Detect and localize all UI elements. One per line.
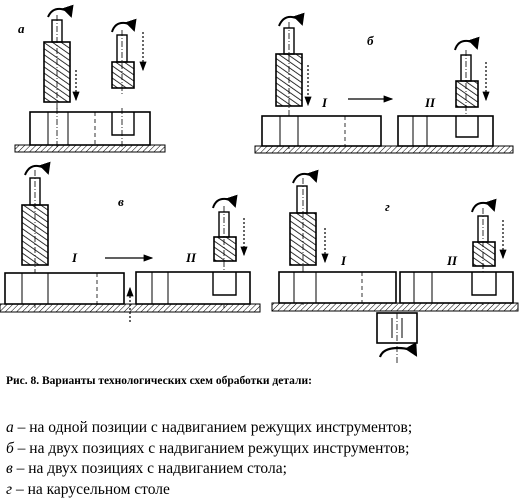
- cutting-tool: [454, 36, 480, 150]
- panel-g: г I II: [271, 169, 519, 365]
- position-label: I: [71, 250, 78, 265]
- workpiece: [135, 271, 251, 305]
- legend-text: – на карусельном столе: [12, 480, 170, 498]
- rotary-table: [271, 302, 519, 312]
- legend-text: – на двух позициях с надвиганием стола;: [12, 460, 287, 477]
- machine-base: [14, 144, 166, 153]
- legend-item: г – на карусельном столе: [6, 480, 518, 501]
- panel-v: в I II: [0, 161, 261, 322]
- position-label: II: [424, 95, 436, 110]
- legend-key: г: [6, 480, 13, 498]
- workpiece: [399, 271, 514, 304]
- figure-legend: а – на одной позиции с надвиганием режущ…: [6, 418, 518, 500]
- workpiece: [261, 115, 382, 147]
- figure-caption: Рис. 8. Варианты технологических схем об…: [6, 375, 312, 387]
- legend-item: а – на одной позиции с надвиганием режущ…: [6, 418, 518, 439]
- cutting-tool: [43, 4, 74, 110]
- position-label: I: [340, 253, 347, 268]
- rotary-table-drive: [376, 312, 418, 365]
- panel-a: а: [14, 4, 166, 153]
- legend-item: б – на двух позициях с надвиганием режущ…: [6, 439, 518, 460]
- cutting-tool: [111, 18, 137, 95]
- machine-base: [254, 145, 514, 154]
- panel-b: б I II: [254, 12, 514, 154]
- cutting-tool: [471, 198, 497, 305]
- position-label: II: [446, 253, 458, 268]
- panel-v-label: в: [118, 194, 124, 209]
- cutting-tool: [289, 169, 319, 305]
- legend-key: а: [6, 419, 14, 436]
- panel-a-label: а: [18, 21, 25, 36]
- legend-key: в: [6, 460, 13, 477]
- position-label: II: [185, 250, 197, 265]
- legend-item: в – на двух позициях с надвиганием стола…: [6, 459, 518, 480]
- cutting-tool: [21, 161, 51, 308]
- workpiece: [4, 272, 125, 305]
- legend-text: – на одной позиции с надвиганием режущих…: [13, 419, 413, 436]
- workpiece: [397, 115, 494, 147]
- legend-text: – на двух позициях с надвиганием режущих…: [13, 439, 410, 457]
- panel-b-label: б: [367, 33, 374, 48]
- cutting-tool: [275, 12, 305, 150]
- workpiece: [278, 271, 397, 304]
- panel-g-label: г: [385, 199, 390, 214]
- position-label: I: [321, 95, 328, 110]
- legend-key: б: [6, 439, 14, 457]
- cutting-tool: [212, 194, 238, 308]
- workpiece: [29, 108, 151, 148]
